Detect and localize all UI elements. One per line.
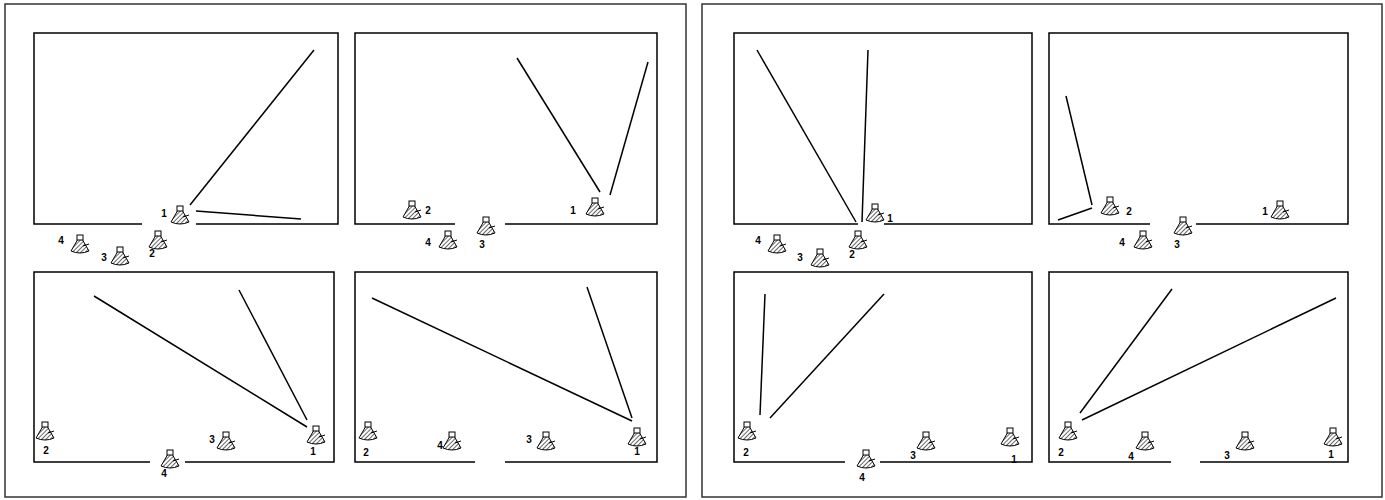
robot-number: 1: [1011, 455, 1017, 465]
robot-number: 2: [425, 206, 431, 216]
robot-number: 1: [1262, 207, 1268, 217]
robot-number: 4: [425, 238, 431, 248]
robot-number: 3: [1174, 240, 1180, 250]
robot-number: 1: [1328, 450, 1334, 460]
robot-number: 4: [1128, 452, 1134, 462]
robot-number: 3: [797, 253, 803, 263]
robot-icons: [36, 197, 1342, 468]
robot-number: 4: [859, 473, 865, 483]
robot-number: 4: [58, 236, 64, 246]
robot-number: 1: [161, 209, 167, 219]
robot-number: 2: [43, 446, 49, 456]
robot-number: 1: [570, 206, 576, 216]
robot-number: 2: [363, 448, 369, 458]
robot-number: 4: [755, 236, 761, 246]
robot-number: 4: [1119, 238, 1125, 248]
robot-number: 3: [209, 435, 215, 445]
robot-number: 1: [887, 214, 893, 224]
robot-number: 3: [1224, 451, 1230, 461]
robot-number: 2: [1126, 207, 1132, 217]
robot-number: 3: [526, 435, 532, 445]
robot-number: 2: [1058, 448, 1064, 458]
robot-number: 3: [910, 451, 916, 461]
robot-number: 3: [101, 253, 107, 263]
robot-number: 2: [743, 448, 749, 458]
robot-number: 1: [634, 447, 640, 457]
robot-number: 4: [437, 441, 443, 451]
robot-number: 3: [479, 240, 485, 250]
robot-number: 4: [161, 469, 167, 479]
robot-number: 1: [310, 447, 316, 457]
robot-number: 2: [849, 250, 855, 260]
robot-number: 2: [149, 249, 155, 259]
